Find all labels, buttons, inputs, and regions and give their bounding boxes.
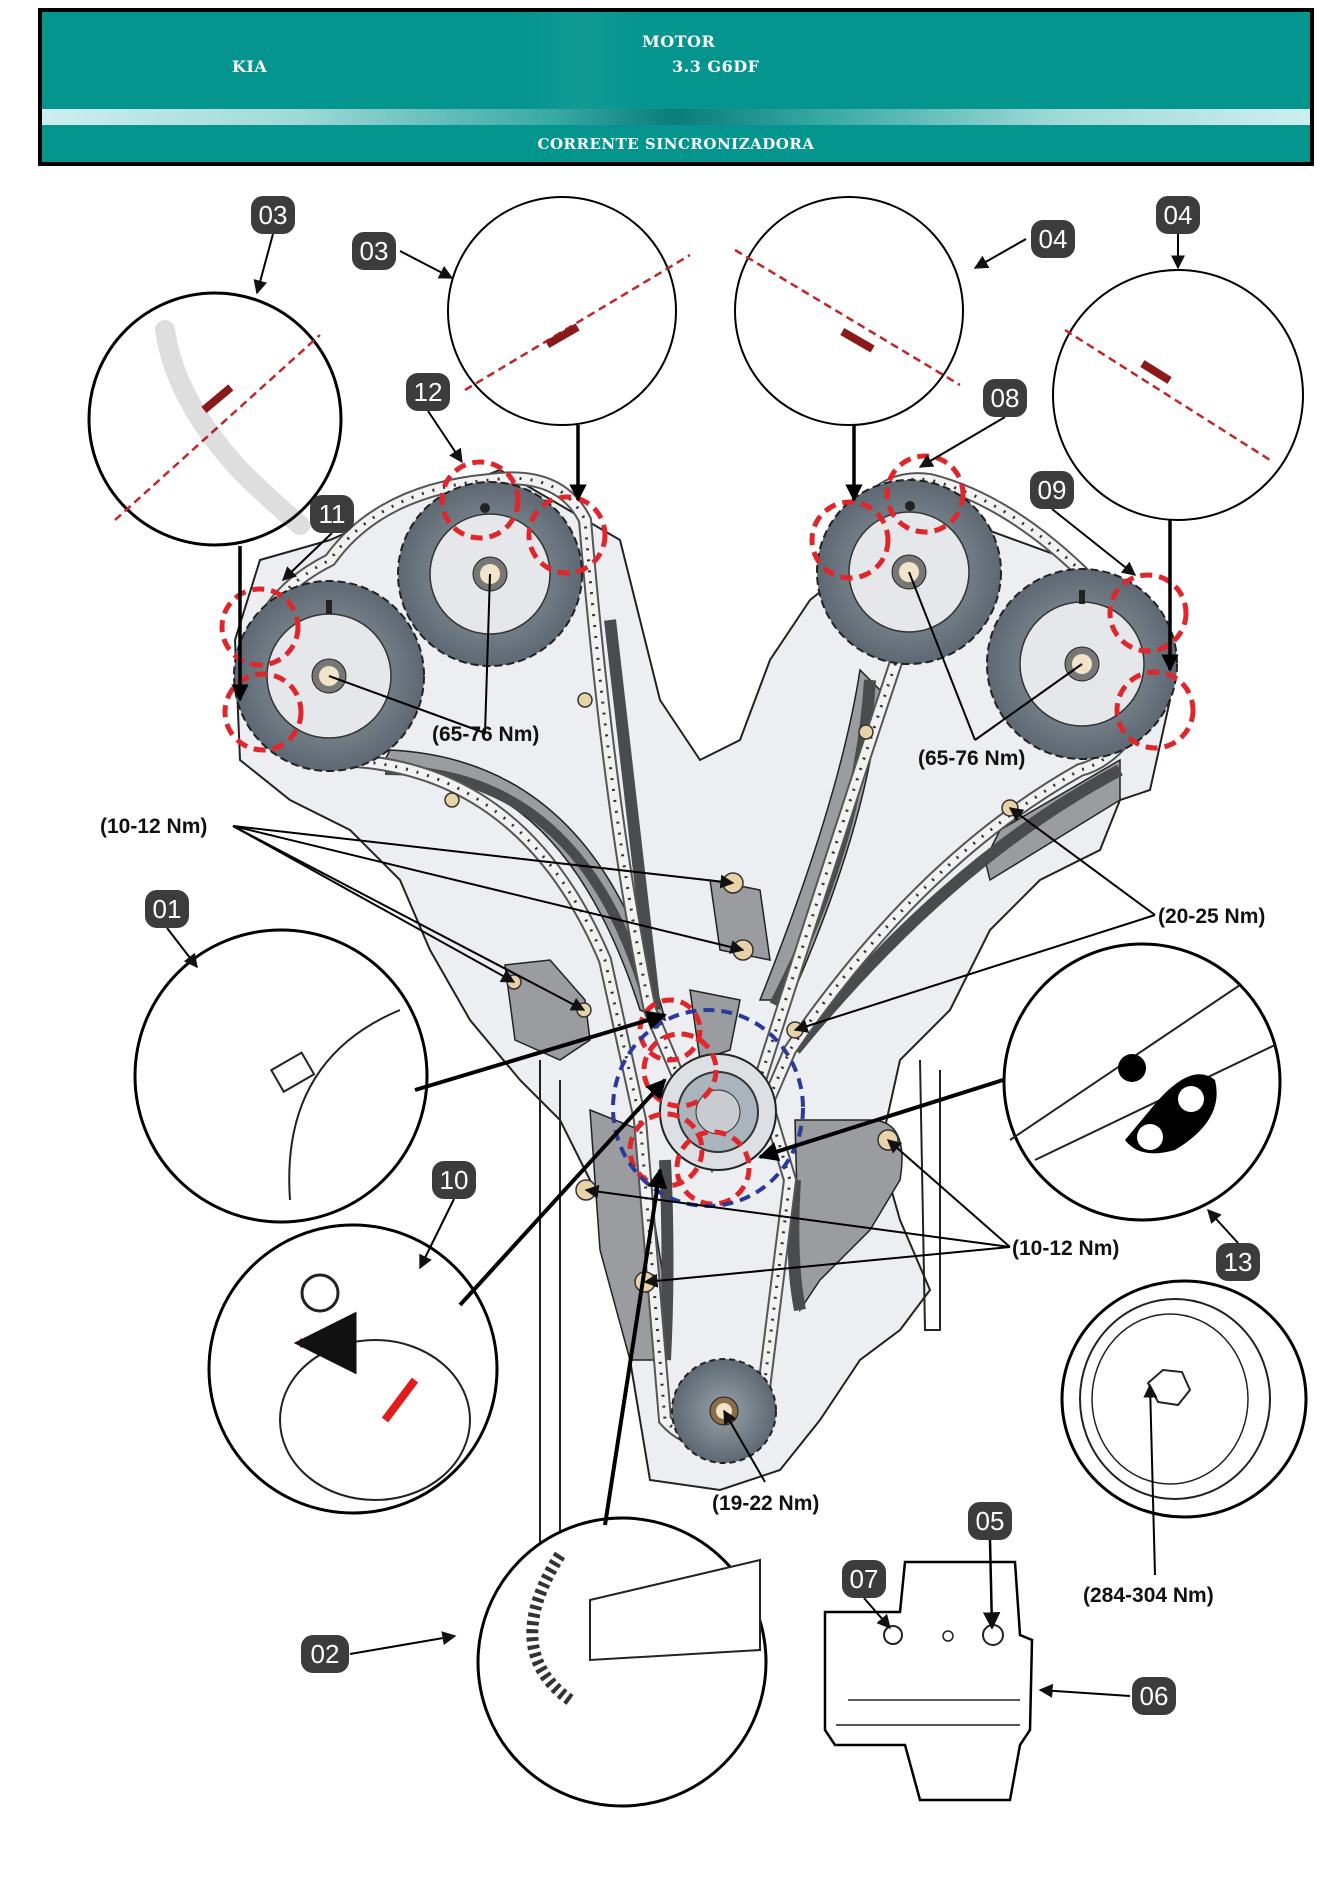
torque-cam-right: (65-76 Nm) [918,747,1025,770]
callout-11: 11 [310,495,354,533]
callout-label: 11 [319,499,346,529]
callout-06: 06 [1132,1677,1176,1715]
leader-lines [166,233,1239,1698]
callout-03-middle: 03 [352,232,396,270]
badge-bg [145,890,189,928]
callout-label: 01 [153,894,182,924]
detail-circle-04-middle [734,196,964,426]
callout-label: 05 [976,1506,1005,1536]
header-system: MOTOR [642,32,716,51]
header-stripe [42,109,1310,125]
badge-bg [1216,1243,1260,1281]
badge-bg [1156,196,1200,234]
badge-bg [432,1161,476,1199]
callout-12: 12 [406,373,450,411]
callout-label: 13 [1224,1247,1253,1277]
torque-cam-left: (65-76 Nm) [432,723,539,746]
torque-guide-lower: (10-12 Nm) [1012,1237,1119,1260]
timing-mark-circles [219,453,1196,1207]
callout-02: 02 [301,1635,349,1673]
torque-guide-left: (10-12 Nm) [100,815,207,838]
callout-label: 03 [259,200,288,230]
badge-bg [1030,471,1074,509]
badge-bg [301,1635,349,1673]
torque-crank-pulley: (284-304 Nm) [1083,1584,1214,1607]
badge-bg [251,196,295,234]
badge-bg [1031,220,1075,258]
badge-bg [406,373,450,411]
torque-tensioner-right: (20-25 Nm) [1158,905,1265,928]
badge-bg [842,1560,886,1598]
callout-08: 08 [983,379,1027,417]
callout-label: 12 [414,377,443,407]
badge-bg [983,379,1027,417]
badge-bg [1132,1677,1176,1715]
detail-circle-03-middle [447,196,691,426]
callout-label: 07 [850,1564,879,1594]
callout-07: 07 [842,1560,886,1598]
header-glow [522,12,642,109]
callout-label: 02 [311,1639,340,1669]
detail-circle-01 [133,928,429,1224]
callout-label: 04 [1039,224,1068,254]
callout-label: 08 [991,383,1020,413]
callout-04-middle: 04 [1031,220,1075,258]
callout-label: 06 [1140,1681,1169,1711]
detail-circle-04-right [1052,269,1304,521]
detail-circle-10 [207,1223,499,1515]
badge-bg [352,232,396,270]
callout-09: 09 [1030,471,1074,509]
detail-circle-03-left [87,291,343,547]
badge-bg [968,1502,1012,1540]
callout-label: 10 [440,1165,469,1195]
document-header: MOTOR KIA 3.3 G6DF CORRENTE SINCRONIZADO… [38,8,1314,166]
detail-circle-02 [476,1516,768,1808]
badge-bg [310,495,354,533]
callout-label: 04 [1164,200,1193,230]
header-section-title: CORRENTE SINCRONIZADORA [537,135,815,153]
callout-13: 13 [1216,1243,1260,1281]
callout-03-left: 03 [251,196,295,234]
callout-05: 05 [968,1502,1012,1540]
callout-label: 09 [1038,475,1067,505]
callout-01: 01 [145,890,189,928]
detail-circle-13 [1002,942,1282,1222]
header-engine: 3.3 G6DF [672,57,760,76]
callout-04-right: 04 [1156,196,1200,234]
torque-oil-pump: (19-22 Nm) [712,1492,819,1515]
callout-label: 03 [360,236,389,266]
header-brand: KIA [232,57,268,76]
callout-10: 10 [432,1161,476,1199]
crankshaft-pulley [1060,1279,1308,1519]
